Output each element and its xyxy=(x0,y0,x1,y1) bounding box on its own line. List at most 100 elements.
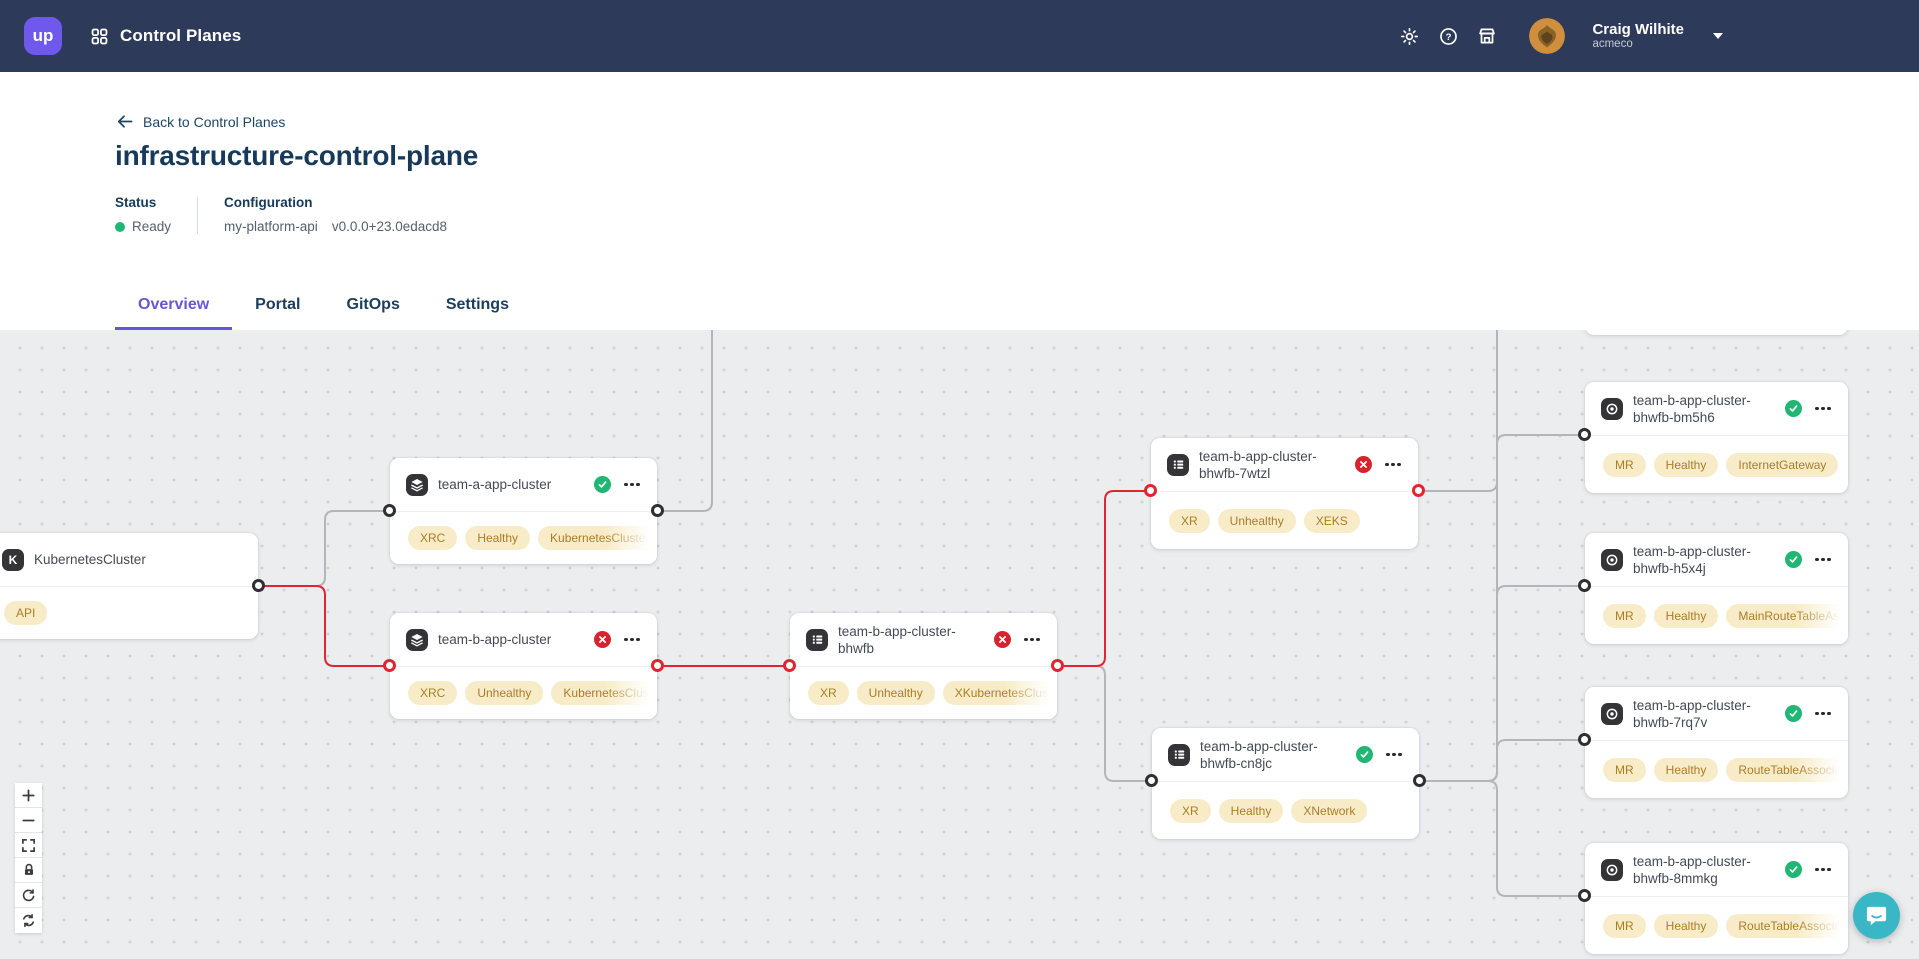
node-team-b-app-cluster-bhwfb-bm5h6[interactable]: team-b-app-cluster-bhwfb-bm5h6 MR Healthy… xyxy=(1578,382,1848,493)
badge-fade-overlay xyxy=(1796,587,1848,644)
tab-settings[interactable]: Settings xyxy=(445,296,509,313)
healthy-check-icon xyxy=(1785,551,1802,568)
tab-portal[interactable]: Portal xyxy=(255,296,301,313)
upbound-logo[interactable]: up xyxy=(24,17,62,55)
fit-view-button[interactable] xyxy=(15,833,42,858)
navbar-left: up Control Planes xyxy=(0,17,241,55)
node-menu-button[interactable] xyxy=(1812,552,1834,568)
unhealthy-x-icon xyxy=(1355,456,1372,473)
page-title: infrastructure-control-plane xyxy=(115,140,479,171)
rotate-button[interactable] xyxy=(15,883,42,908)
badge-xr: XR xyxy=(808,681,849,705)
tab-gitops[interactable]: GitOps xyxy=(346,296,400,313)
user-name: Craig Wilhite xyxy=(1592,21,1684,38)
back-link[interactable]: Back to Control Planes xyxy=(115,112,285,131)
node-menu-button[interactable] xyxy=(1812,401,1834,417)
status-label: Status xyxy=(115,195,157,210)
graph-edge xyxy=(1056,665,1153,782)
node-type-icon xyxy=(1601,702,1623,725)
node-label: team-b-app-cluster xyxy=(438,632,552,647)
chat-widget-button[interactable] xyxy=(1853,892,1900,939)
status-ready-dot xyxy=(115,222,125,232)
node-partial-top[interactable] xyxy=(1585,330,1848,335)
node-type-icon xyxy=(1168,743,1190,766)
node-menu-button[interactable] xyxy=(621,632,643,648)
node-menu-button[interactable] xyxy=(1383,747,1405,763)
zoom-out-button[interactable] xyxy=(15,808,42,833)
node-team-b-app-cluster-bhwfb-8mmkg[interactable]: team-b-app-cluster-bhwfb-8mmkg MR Healthy… xyxy=(1578,843,1848,954)
configuration-block: Configuration my-platform-api v0.0.0+23.… xyxy=(224,195,447,234)
node-menu-button[interactable] xyxy=(1812,706,1834,722)
tabs: Overview Portal GitOps Settings xyxy=(115,296,532,330)
status-block: Status Ready xyxy=(115,195,171,234)
node-header: team-b-app-cluster-bhwfb-h5x4j xyxy=(1585,533,1848,586)
svg-text:?: ? xyxy=(1446,32,1452,43)
node-label: team-b-app-cluster-bhwfb-bm5h6 xyxy=(1633,392,1751,425)
badge-fade-overlay xyxy=(605,512,657,564)
chevron-down-icon[interactable] xyxy=(1713,33,1723,39)
badge-healthy: Healthy xyxy=(1653,913,1719,938)
badge-unhealthy: Unhealthy xyxy=(465,681,544,705)
user-org: acmeco xyxy=(1592,38,1633,50)
node-menu-button[interactable] xyxy=(1021,632,1043,648)
port-left xyxy=(1144,484,1157,497)
node-menu-button[interactable] xyxy=(1382,457,1404,473)
badge-unhealthy: Unhealthy xyxy=(856,681,935,705)
badge-fade-overlay xyxy=(1796,741,1848,798)
marketplace-icon[interactable] xyxy=(1476,25,1498,47)
help-icon[interactable]: ? xyxy=(1437,25,1459,47)
node-type-icon xyxy=(406,628,428,651)
node-type-icon xyxy=(406,473,428,496)
user-avatar[interactable] xyxy=(1529,18,1566,54)
node-badges: API xyxy=(0,587,258,639)
badge-mr: MR xyxy=(1603,452,1646,477)
badge-xr: XR xyxy=(1170,798,1211,823)
node-team-b-app-cluster[interactable]: team-b-app-cluster XRCUnhealthyKubernete… xyxy=(383,613,664,719)
meta-row: Status Ready Configuration my-platform-a… xyxy=(115,195,1919,234)
node-menu-button[interactable] xyxy=(1812,862,1834,878)
healthy-check-icon xyxy=(1785,861,1802,878)
node-header: team-b-app-cluster-bhwfb xyxy=(790,613,1057,666)
badge-healthy: Healthy xyxy=(1653,452,1719,477)
node-team-b-app-cluster-bhwfb[interactable]: team-b-app-cluster-bhwfb XRUnhealthyXKub… xyxy=(783,613,1064,719)
graph-edge xyxy=(1417,330,1498,492)
node-label: team-b-app-cluster-bhwfb-7wtzl xyxy=(1199,448,1317,481)
node-header: team-b-app-cluster-bhwfb-bm5h6 xyxy=(1585,382,1848,435)
lock-button[interactable] xyxy=(15,858,42,883)
tab-overview[interactable]: Overview xyxy=(115,296,233,330)
unhealthy-x-icon xyxy=(994,631,1011,648)
node-body: MRHealthyRouteTableAssociation xyxy=(1585,740,1848,798)
settings-gear-icon[interactable] xyxy=(1398,25,1420,47)
reset-layout-button[interactable] xyxy=(15,908,42,933)
node-menu-button[interactable] xyxy=(621,477,643,493)
node-body: XRCUnhealthyKubernetesCluster xyxy=(390,666,657,719)
graph-edge xyxy=(656,330,713,512)
node-header: team-b-app-cluster-bhwfb-8mmkg xyxy=(1585,843,1848,896)
node-body: MRHealthyRouteTableAssociation xyxy=(1585,896,1848,954)
node-label: team-b-app-cluster-bhwfb-cn8jc xyxy=(1200,738,1318,771)
node-kubernetescluster[interactable]: K KubernetesCluster API xyxy=(0,533,265,639)
node-label: team-b-app-cluster-bhwfb-h5x4j xyxy=(1633,543,1751,576)
node-body: API xyxy=(0,586,258,639)
back-link-label: Back to Control Planes xyxy=(143,113,286,130)
node-label: team-b-app-cluster-bhwfb xyxy=(838,623,956,656)
graph-edge xyxy=(1418,434,1586,782)
zoom-in-button[interactable] xyxy=(15,783,42,808)
graph-canvas[interactable]: K KubernetesCluster API team-a-app-clust… xyxy=(0,330,1919,959)
node-type-icon xyxy=(1601,858,1623,881)
user-menu[interactable]: Craig Wilhite acmeco xyxy=(1592,21,1684,51)
node-label: team-b-app-cluster-bhwfb-8mmkg xyxy=(1633,853,1751,886)
badge-mr: MR xyxy=(1603,913,1646,938)
healthy-check-icon xyxy=(1356,746,1373,763)
port-left xyxy=(1578,889,1591,902)
